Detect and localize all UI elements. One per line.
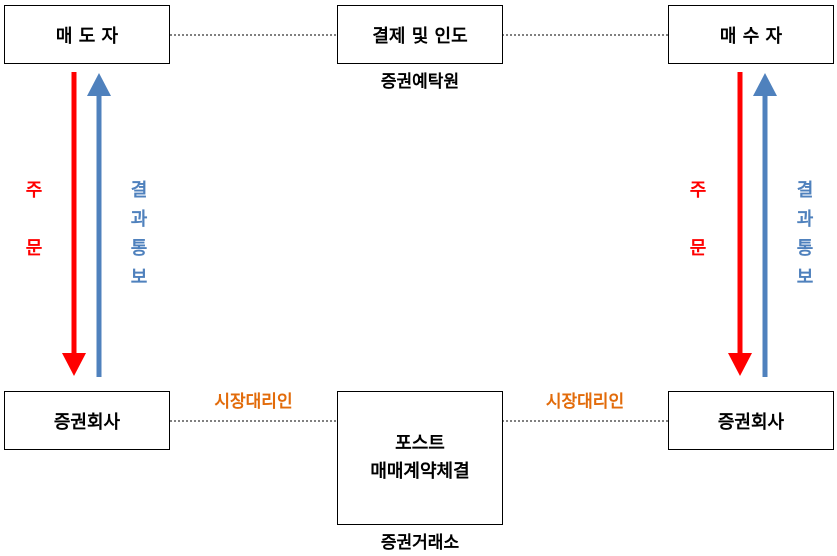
seller-label: 매 도 자 — [55, 25, 119, 47]
result-char: 결 — [130, 180, 148, 201]
seller-box: 매 도 자 — [4, 5, 170, 64]
market-agent-right: 시장대리인 — [545, 392, 625, 412]
exchange-line2: 매매계약체결 — [370, 461, 470, 482]
buyer-label: 매 수 자 — [719, 25, 783, 47]
depository-caption: 증권예탁원 — [380, 72, 460, 92]
exchange-line1: 포스트 — [395, 433, 445, 454]
result-char: 과 — [796, 209, 814, 230]
exchange-box: 포스트 매매계약체결 — [337, 391, 503, 525]
order-char: 주 — [25, 180, 43, 201]
order-char: 문 — [689, 238, 707, 259]
order-arrowhead-right-icon — [728, 353, 752, 376]
broker-right-box: 증권회사 — [668, 391, 834, 450]
result-arrowhead-right-icon — [753, 73, 777, 96]
result-char: 보 — [796, 267, 814, 288]
order-char: 문 — [25, 238, 43, 259]
exchange-caption: 증권거래소 — [380, 533, 460, 553]
result-char: 통 — [130, 238, 148, 259]
order-label-left: 주 문 — [22, 176, 46, 263]
order-arrowhead-left-icon — [62, 353, 86, 376]
order-label-right: 주 문 — [686, 176, 710, 263]
result-label-right: 결 과 통 보 — [793, 176, 817, 292]
market-agent-left: 시장대리인 — [214, 392, 293, 412]
result-arrowhead-left-icon — [87, 73, 111, 96]
settlement-box: 결제 및 인도 — [337, 5, 503, 64]
settlement-label: 결제 및 인도 — [372, 25, 468, 47]
broker-left-box: 증권회사 — [4, 391, 170, 450]
buyer-box: 매 수 자 — [668, 5, 834, 64]
result-label-left: 결 과 통 보 — [127, 176, 151, 292]
result-char: 보 — [130, 267, 148, 288]
order-char: 주 — [689, 180, 707, 201]
result-char: 과 — [130, 209, 148, 230]
broker-left-label: 증권회사 — [53, 411, 121, 433]
result-char: 결 — [796, 180, 814, 201]
broker-right-label: 증권회사 — [717, 411, 785, 433]
result-char: 통 — [796, 238, 814, 259]
